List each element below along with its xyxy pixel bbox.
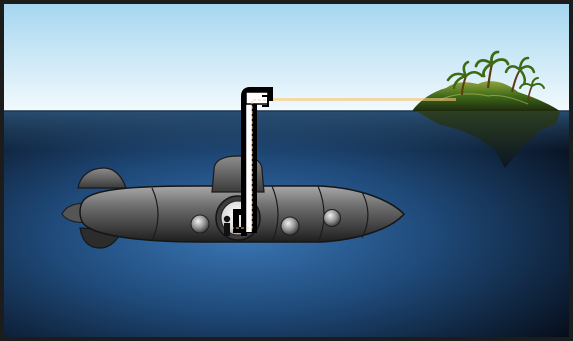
porthole: [281, 217, 299, 235]
porthole: [191, 215, 209, 233]
light-ray: [266, 98, 456, 101]
periscope-head: [246, 92, 268, 104]
viewer-silhouette: [224, 216, 230, 236]
porthole: [324, 210, 341, 227]
